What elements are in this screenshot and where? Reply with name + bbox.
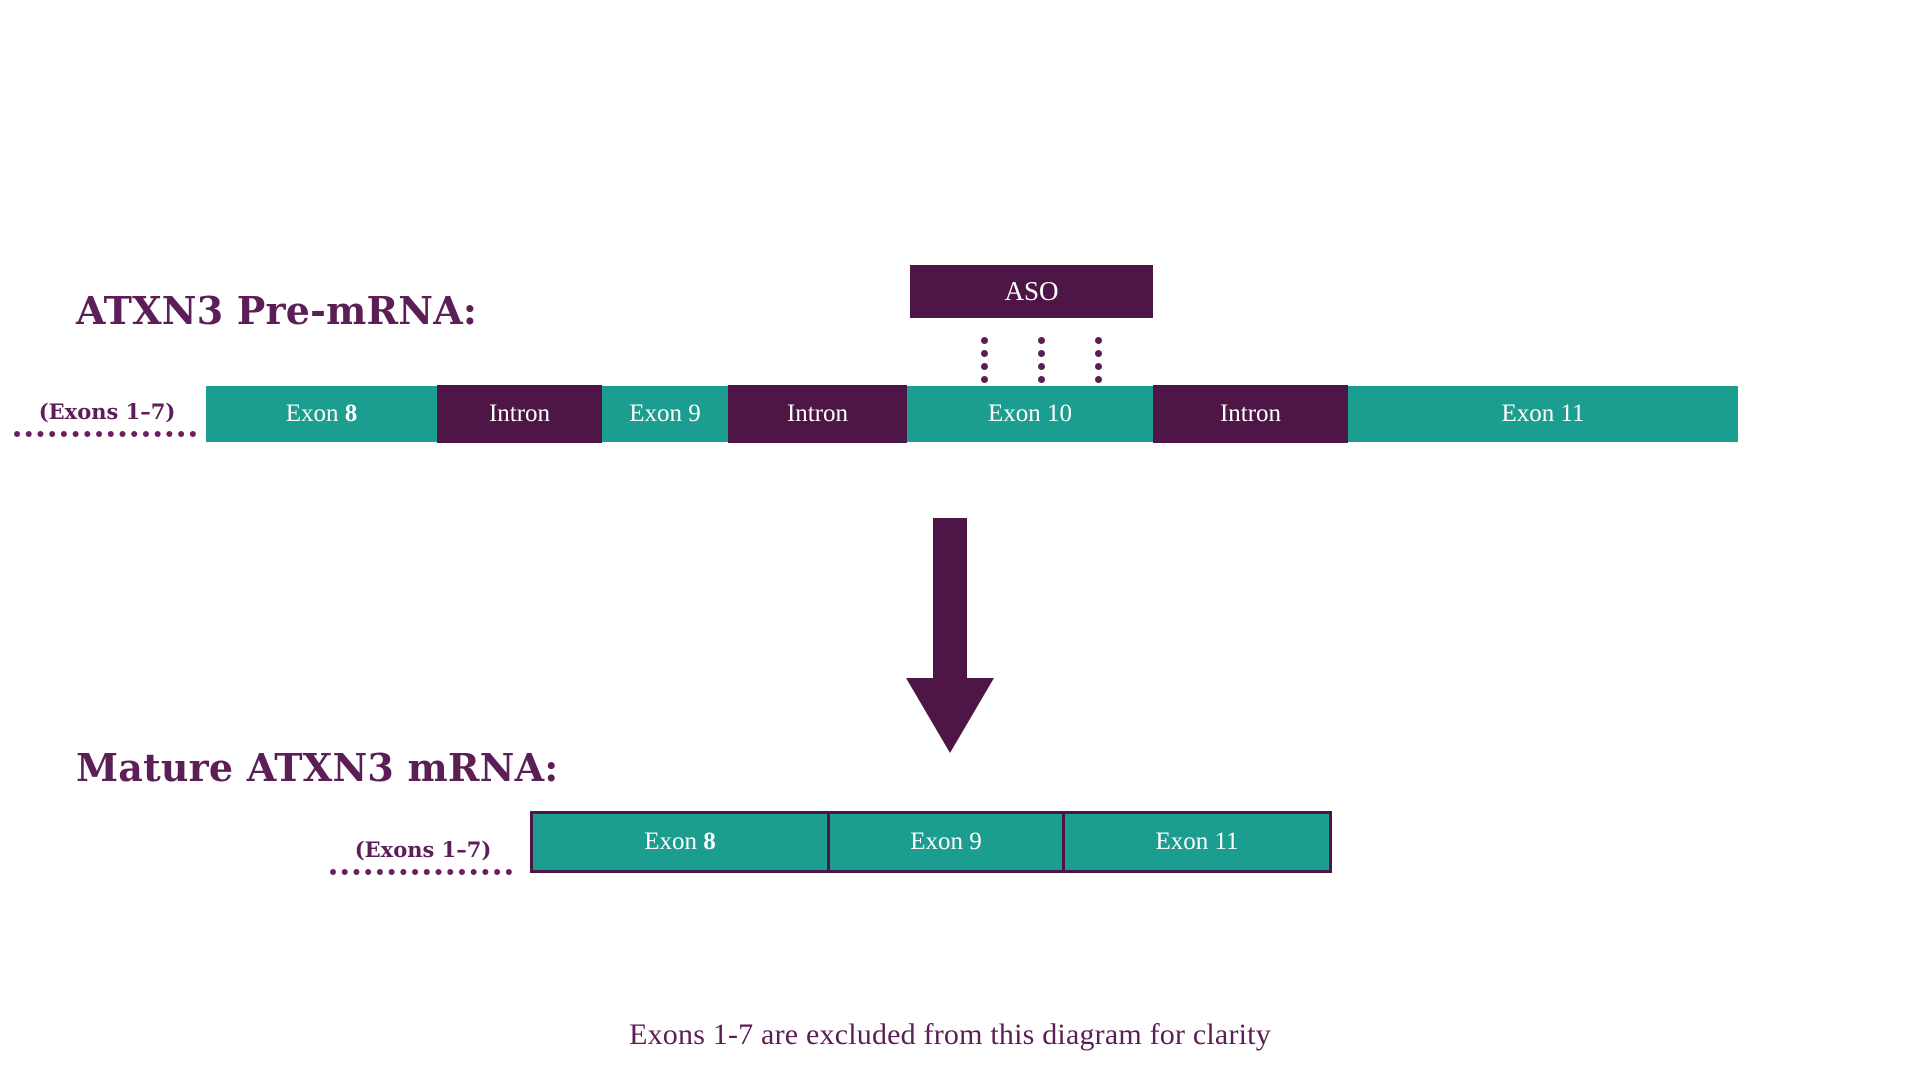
pre-mrna-segment-intron-3: Intron [728,385,907,443]
diagram-caption: Exons 1-7 are excluded from this diagram… [629,1018,1271,1051]
mature-mrna-section-title: Mature ATXN3 mRNA: [76,745,559,790]
pre-mrna-segment-intron-1: Intron [437,385,602,443]
pre-mrna-segment-intron-5: Intron [1153,385,1348,443]
segment-label: Exon 8 [644,828,716,855]
segment-label: Intron [1219,400,1282,427]
segment-label: Exon 9 [910,828,982,855]
segment-label: Intron [488,400,551,427]
pre-mrna-transcript-bar: Exon 8 Intron Exon 9 Intron Exon 10 Intron Exo… [206,385,1738,443]
mature-mrna-segment-exon-8: Exon 8 [530,811,830,873]
pre-mrna-segment-exon-9: Exon 9 [602,386,728,442]
segment-label: Exon 8 [285,400,358,427]
segment-label: Intron [786,400,849,427]
segment-label: Exon 11 [1155,828,1239,855]
aso-box[interactable]: ASO [910,265,1153,318]
pre-mrna-section-title: ATXN3 Pre-mRNA: [76,288,478,333]
segment-label: Exon 9 [629,400,701,427]
segment-label: Exon 10 [987,400,1073,427]
pre-mrna-upstream-exons-group: (Exons 1–7) [14,399,200,438]
aso-connector-dotted-line-1 [981,337,995,383]
pre-mrna-segment-exon-8: Exon 8 [206,386,437,442]
splicing-arrow-icon [906,518,994,753]
pre-mrna-upstream-dotted-line [14,431,196,438]
mature-mrna-upstream-exons-group: (Exons 1–7) [330,837,516,876]
segment-label: Exon 11 [1501,400,1585,427]
mature-mrna-transcript-bar: Exon 8 Exon 9 Exon 11 [530,811,1332,873]
mature-mrna-segment-exon-9: Exon 9 [827,811,1065,873]
aso-connector-dotted-line-3 [1095,337,1109,383]
pre-mrna-upstream-exons-label: (Exons 1–7) [38,399,176,424]
mature-mrna-upstream-exons-label: (Exons 1–7) [354,837,492,862]
pre-mrna-segment-exon-10: Exon 10 [907,386,1153,442]
mature-mrna-segment-exon-11: Exon 11 [1062,811,1332,873]
aso-label: ASO [1004,276,1059,306]
pre-mrna-segment-exon-11: Exon 11 [1348,386,1738,442]
aso-connector-dotted-line-2 [1038,337,1052,383]
mature-mrna-upstream-dotted-line [330,869,512,876]
